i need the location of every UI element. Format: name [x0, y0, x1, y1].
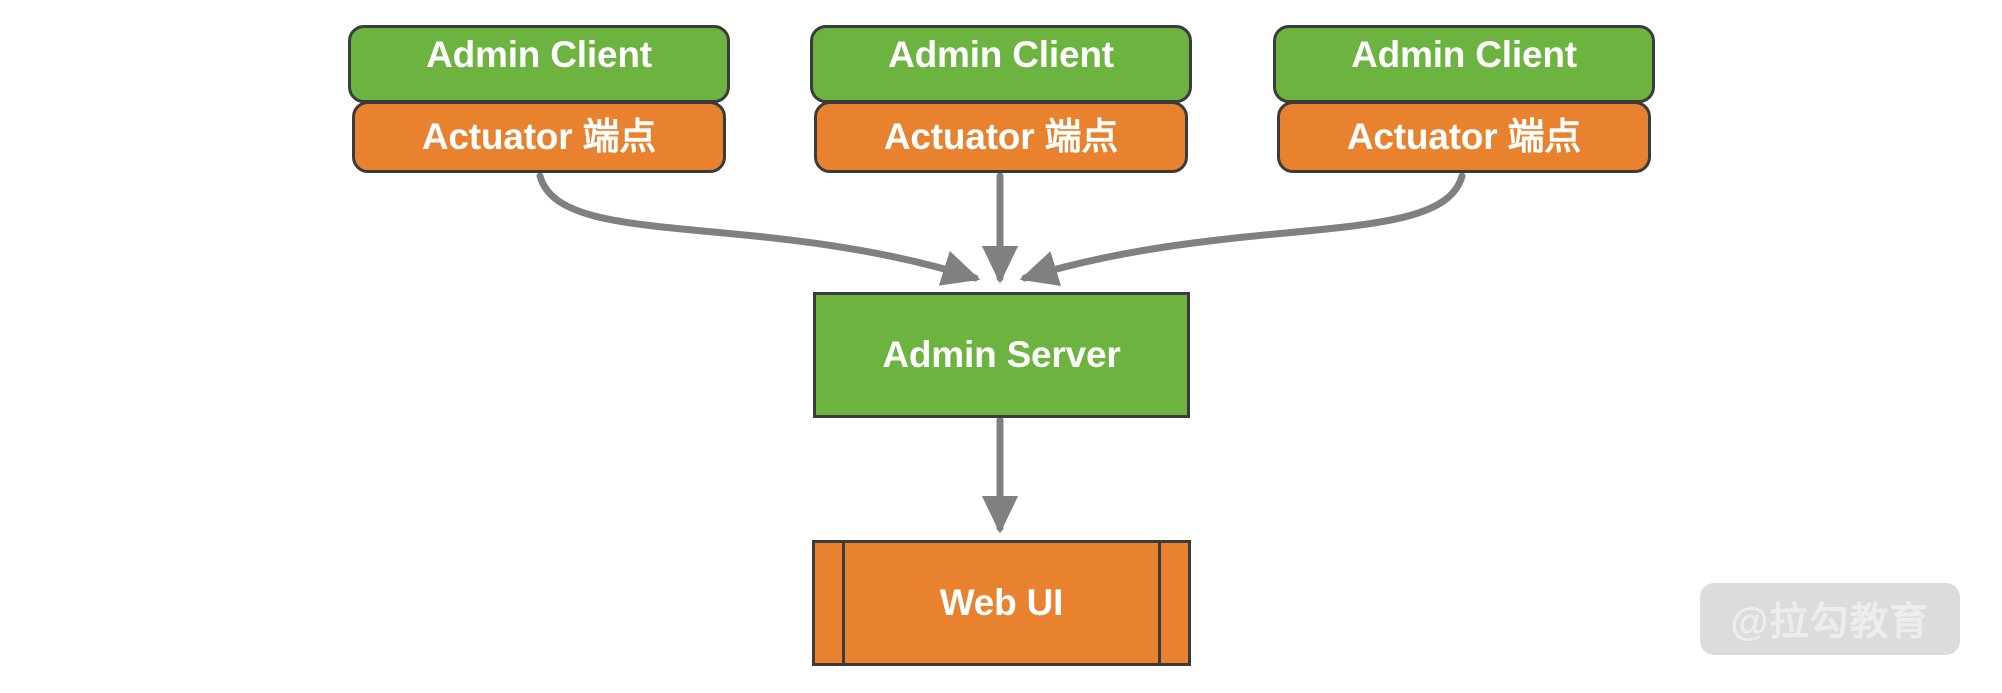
watermark-label: @拉勾教育 [1730, 601, 1930, 644]
admin-client-title-2: Admin Client [888, 34, 1114, 75]
actuator-endpoint-box-2: Actuator 端点 [814, 101, 1188, 173]
actuator-endpoint-label-3: Actuator 端点 [1346, 115, 1582, 157]
admin-client-node-2[interactable]: Admin Client Actuator 端点 [810, 25, 1192, 173]
admin-client-header-1: Admin Client [348, 25, 730, 103]
actuator-endpoint-box-3: Actuator 端点 [1277, 101, 1651, 173]
web-ui-label: Web UI [939, 581, 1064, 623]
edge-client3-to-server [1019, 172, 1466, 286]
admin-client-title-3: Admin Client [1351, 34, 1577, 75]
web-ui-left-rule [842, 543, 845, 663]
admin-client-title-1: Admin Client [426, 34, 652, 75]
admin-client-header-3: Admin Client [1273, 25, 1655, 103]
watermark-badge: @拉勾教育 [1700, 583, 1960, 655]
web-ui-node[interactable]: Web UI [812, 540, 1191, 666]
actuator-endpoint-label-2: Actuator 端点 [883, 115, 1119, 157]
edge-client1-to-server [536, 172, 981, 286]
admin-client-node-1[interactable]: Admin Client Actuator 端点 [348, 25, 730, 173]
actuator-endpoint-box-1: Actuator 端点 [352, 101, 726, 173]
admin-client-node-3[interactable]: Admin Client Actuator 端点 [1273, 25, 1655, 173]
admin-client-header-2: Admin Client [810, 25, 1192, 103]
actuator-endpoint-label-1: Actuator 端点 [421, 115, 657, 157]
admin-server-node[interactable]: Admin Server [813, 292, 1190, 418]
admin-server-label: Admin Server [882, 333, 1121, 375]
web-ui-right-rule [1158, 543, 1161, 663]
